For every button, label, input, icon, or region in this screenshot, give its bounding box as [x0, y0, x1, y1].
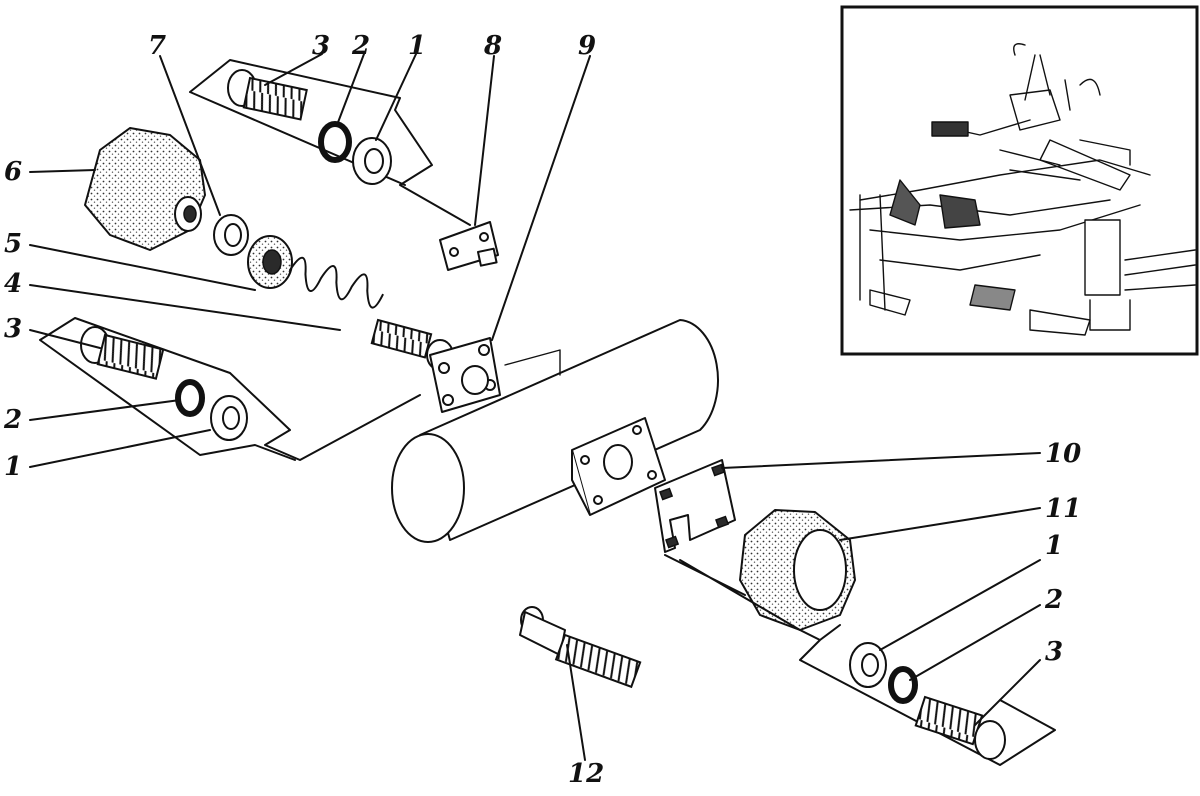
- washer-right: [849, 642, 887, 688]
- washer-left: [210, 395, 248, 441]
- left-group-outline: [39, 317, 421, 461]
- bolt-right: [914, 695, 1006, 760]
- label-12: 12: [568, 759, 604, 789]
- flange-part-9: [429, 337, 501, 413]
- label-2-right: 2: [1044, 585, 1063, 615]
- left-fastener-group: [39, 317, 421, 461]
- label-3-right: 3: [1045, 637, 1063, 667]
- main-cylinder: [391, 319, 719, 543]
- label-6: 6: [4, 157, 22, 187]
- right-group-outline: [664, 554, 1056, 766]
- cylinder-mount-pad: [571, 417, 666, 516]
- label-7: 7: [148, 31, 166, 61]
- spring-seat: [247, 235, 293, 289]
- lock-washer-left: [175, 379, 205, 417]
- label-1-right: 1: [1045, 531, 1063, 561]
- bolt-left: [80, 326, 165, 380]
- right-fastener-group: [664, 554, 1056, 766]
- label-2-left: 2: [3, 405, 22, 435]
- label-8: 8: [483, 31, 502, 61]
- bolt-top: [227, 69, 308, 121]
- label-9: 9: [578, 31, 596, 61]
- gasket-part-10: [654, 459, 736, 553]
- nut-part-11: [739, 509, 856, 631]
- lock-washer-right: [888, 666, 918, 704]
- lock-washer-top: [318, 121, 352, 163]
- inset-assembly-view: [840, 5, 1199, 356]
- label-2-top: 2: [351, 31, 370, 61]
- label-3-left: 3: [4, 314, 22, 344]
- label-4: 4: [4, 269, 22, 299]
- label-10: 10: [1045, 439, 1081, 469]
- label-1-top: 1: [408, 31, 426, 61]
- label-1-left: 1: [4, 452, 22, 482]
- inset-frame: [840, 5, 1199, 356]
- flange-stud-part-8: [439, 221, 499, 271]
- washer-part-7: [213, 214, 249, 256]
- screw-part-12: [519, 606, 642, 689]
- part-number-labels: 3 2 1 8 9 7 6 5 4 3 2 1 10 11 1 2 3 12: [3, 31, 1081, 789]
- label-11: 11: [1045, 494, 1081, 524]
- top-fastener-group: [189, 59, 471, 226]
- washer-top: [352, 137, 392, 185]
- spring-part-5: [289, 256, 384, 309]
- leader-lines: [29, 53, 1041, 761]
- label-5: 5: [4, 229, 22, 259]
- label-3-top: 3: [312, 31, 330, 61]
- knob-part-6: [84, 127, 206, 251]
